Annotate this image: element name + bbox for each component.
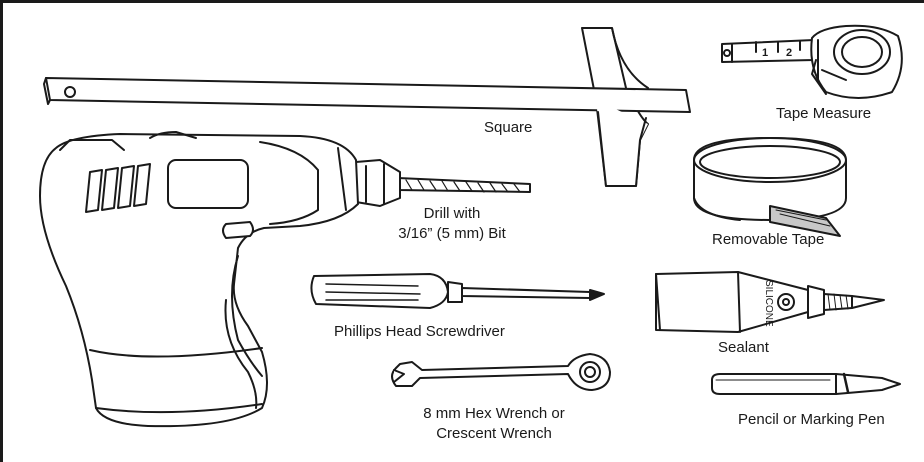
label-drill: Drill with 3/16” (5 mm) Bit [372, 204, 532, 244]
sealant-icon: SILICONE [655, 271, 885, 333]
label-wrench-line1: 8 mm Hex Wrench or [423, 405, 565, 422]
marker-icon [711, 372, 901, 395]
label-sealant: Sealant [718, 339, 769, 356]
tape-measure-icon: 1 2 [721, 24, 903, 99]
label-square: Square [484, 119, 533, 136]
label-wrench: 8 mm Hex Wrench or Crescent Wrench [400, 404, 588, 444]
label-wrench-line2: Crescent Wrench [436, 425, 552, 442]
label-removable-tape: Removable Tape [712, 231, 825, 248]
wrench-icon [391, 353, 611, 391]
tape-tick-2: 2 [786, 47, 792, 59]
screwdriver-icon [310, 273, 605, 309]
square-icon [43, 27, 691, 187]
removable-tape-icon [693, 137, 847, 237]
label-screwdriver: Phillips Head Screwdriver [334, 323, 505, 340]
label-drill-line2: 3/16” (5 mm) Bit [398, 225, 506, 242]
label-drill-line1: Drill with [423, 205, 481, 222]
label-tape-measure: Tape Measure [776, 105, 872, 122]
sealant-tube-text: SILICONE [763, 280, 774, 327]
drill-icon [39, 131, 531, 428]
tape-tick-1: 1 [762, 47, 768, 59]
label-pencil: Pencil or Marking Pen [738, 411, 885, 428]
